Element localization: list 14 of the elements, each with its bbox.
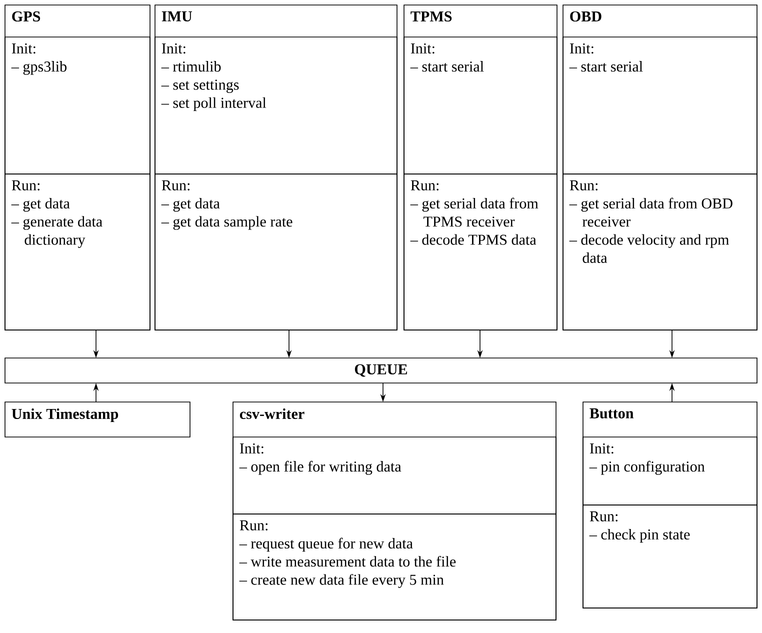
section-box: Init: – gps3lib [4,36,150,174]
section-box: Run: – get data – generate data dictionary [4,174,150,330]
section-box: Init: – open file for writing data [232,436,556,514]
section-box: Run: – get serial data from OBD receiver – decode velocity and rpm data [562,174,758,330]
section-box: Run: – get data – get data sample rate [154,174,398,330]
process-box: Unix Timestamp [4,402,190,438]
section-box: Init: – start serial [404,36,558,174]
section-box: Init: – pin configuration [582,436,758,506]
queue-bar: QUEUE [4,358,758,384]
section-box: Run: – check pin state [582,504,758,608]
section-box: Run: – request queue for new data – write measurement data to the file – create new data file every 5 min [232,514,556,620]
section-box: Init: – rtimulib – set settings – set poll interval [154,36,398,174]
section-box: Run: – get serial data from TPMS receiver – decode TPMS data [404,174,558,330]
section-box: Init: – start serial [562,36,758,174]
